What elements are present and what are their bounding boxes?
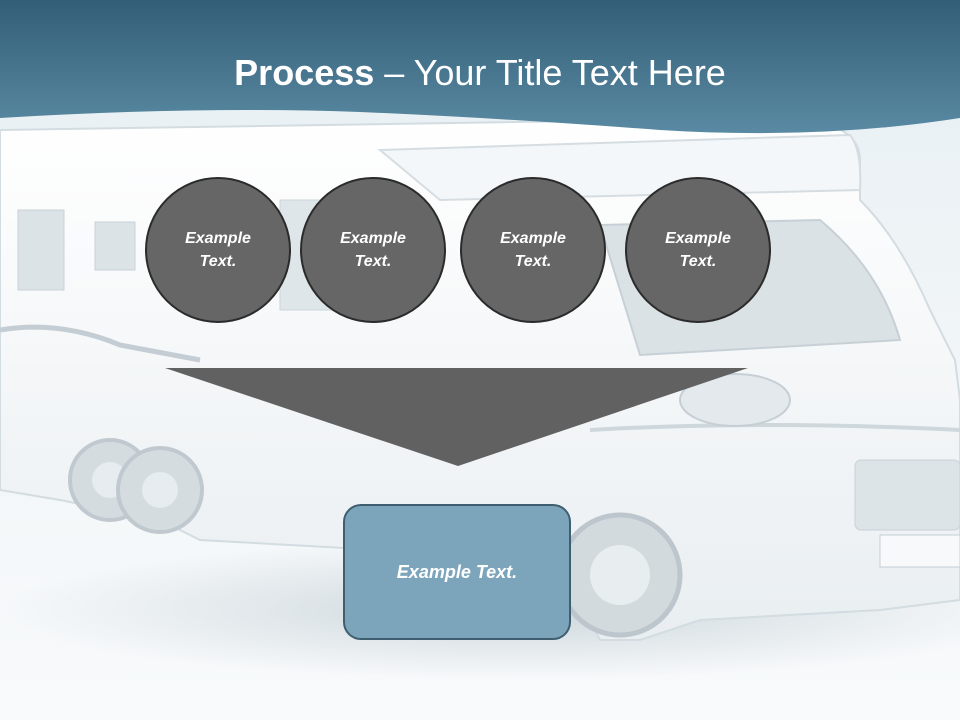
process-step-circle-1[interactable]: Example Text. xyxy=(145,177,291,323)
process-step-label: Example Text. xyxy=(500,230,566,270)
title-rest: – Your Title Text Here xyxy=(374,52,726,93)
result-label: Example Text. xyxy=(396,561,518,582)
process-step-label: Example Text. xyxy=(665,230,731,270)
page-title: Process – Your Title Text Here xyxy=(0,52,960,94)
process-step-label: Example Text. xyxy=(185,230,251,270)
process-step-circle-2[interactable]: Example Text. xyxy=(300,177,446,323)
process-step-circle-4[interactable]: Example Text. xyxy=(625,177,771,323)
header-band xyxy=(0,0,960,134)
process-step-label: Example Text. xyxy=(340,230,406,270)
title-bold: Process xyxy=(234,52,375,93)
result-box[interactable]: Example Text. xyxy=(343,504,571,640)
process-step-circle-3[interactable]: Example Text. xyxy=(460,177,606,323)
